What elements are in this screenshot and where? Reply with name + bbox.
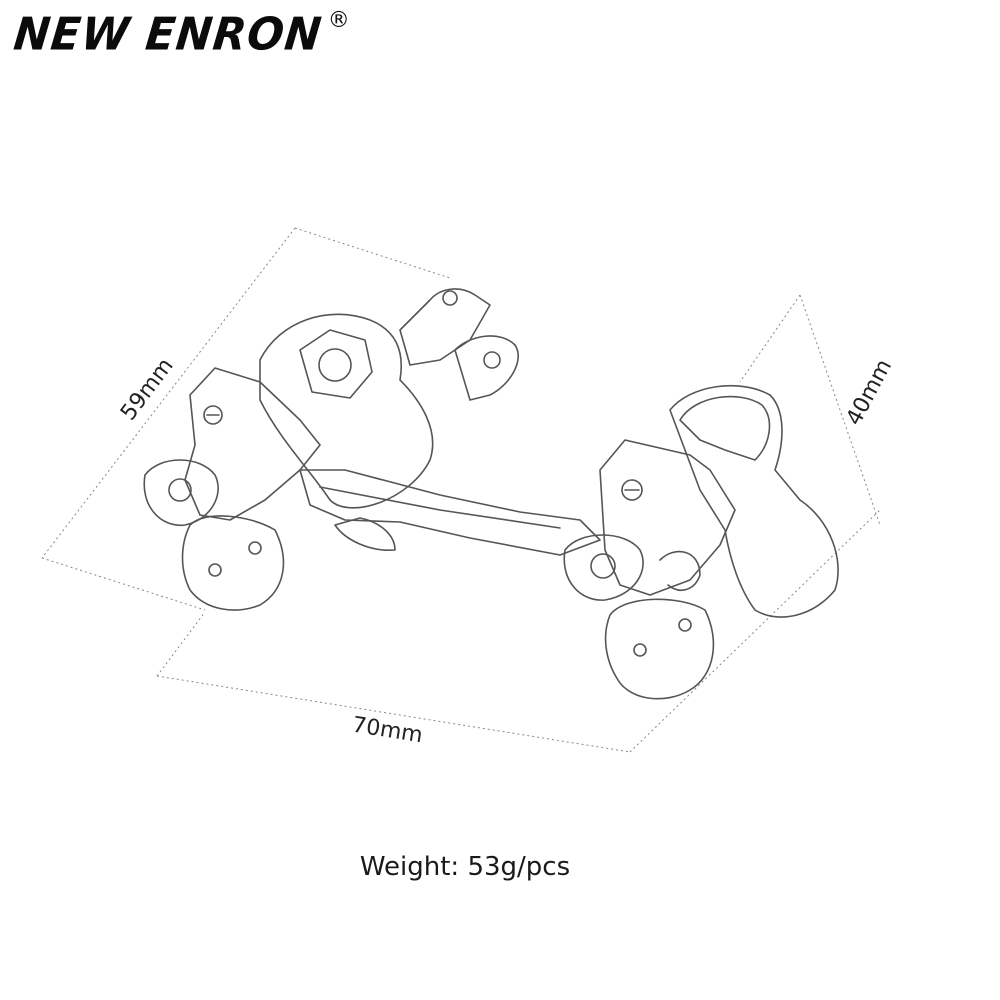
right-lower-arm-hole (590, 553, 616, 579)
link-bar (299, 469, 601, 556)
dim-line-59mm (41, 227, 296, 559)
right-leg (604, 598, 715, 700)
dimension-lines (41, 227, 881, 753)
right-upright-loop (679, 395, 771, 461)
right-bracket (599, 439, 736, 596)
left-upper-arm-hole (442, 290, 458, 306)
dim-line-40mm-top-ext (739, 294, 801, 383)
left-leg (181, 515, 285, 611)
left-upper-arm (399, 288, 491, 366)
dim-line-70mm-right-ext (629, 509, 881, 753)
left-side-tab (454, 335, 519, 401)
right-bracket-screw (621, 479, 643, 501)
left-lower-arm-hole (168, 478, 192, 502)
left-lower-arm (143, 459, 219, 526)
registered-mark: ® (327, 8, 350, 33)
weight-label: Weight: 53g/pcs (359, 852, 571, 882)
right-lower-arm (563, 534, 644, 601)
servo-saver-part-sketch (143, 288, 839, 700)
dim-line-40mm (799, 294, 881, 526)
left-bracket-screw (203, 405, 223, 425)
right-leg-hole-1 (633, 643, 647, 657)
right-hook (659, 550, 701, 591)
right-upright (669, 384, 839, 618)
left-hub-bore (318, 348, 352, 382)
left-bracket (184, 367, 321, 521)
left-leg-hole-1 (208, 563, 222, 577)
dim-line-59mm-bottom-ext (41, 557, 206, 611)
gear-bottom (334, 517, 396, 551)
left-knuckle-body (259, 313, 434, 509)
dim-line-70mm-left-ext (156, 611, 206, 677)
left-leg-hole-2 (248, 541, 262, 555)
left-hub-hexagon (299, 329, 373, 399)
right-leg-hole-2 (678, 618, 692, 632)
left-side-tab-hole (483, 351, 501, 369)
link-bar-detail (319, 486, 561, 529)
brand-logo: NEW ENRON ® (11, 4, 350, 64)
dim-line-59mm-top-ext (294, 227, 451, 279)
